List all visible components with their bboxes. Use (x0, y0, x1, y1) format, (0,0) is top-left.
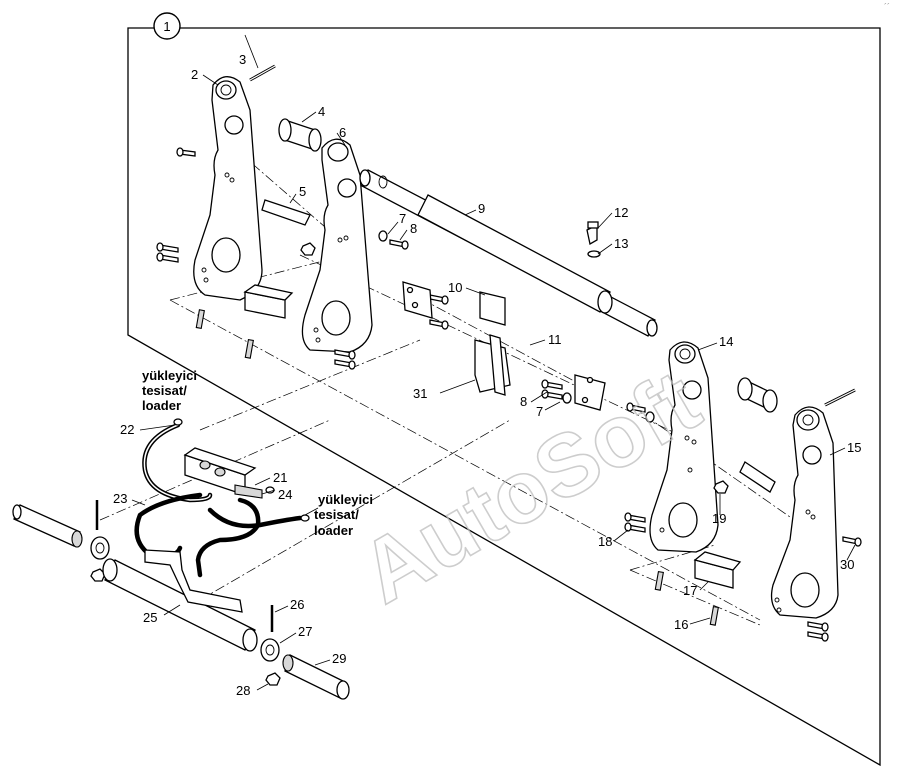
callout-7: 7 (399, 211, 406, 226)
callout-27: 27 (298, 624, 312, 639)
callout-2: 2 (191, 67, 198, 82)
left-bracket-plate (193, 76, 263, 301)
callout-18: 18 (598, 534, 612, 549)
callout-5: 5 (299, 184, 306, 199)
callout-10: 10 (448, 280, 462, 295)
callout-29: 29 (332, 651, 346, 666)
callout-4: 4 (318, 104, 325, 119)
note-middle: yükleyici tesisat/ loader (314, 492, 373, 538)
callout-22: 22 (120, 422, 134, 437)
callout-3: 3 (239, 52, 246, 67)
right-outer-bracket-plate (770, 406, 839, 619)
corner-mark: ´´ (884, 2, 890, 12)
note-line: yükleyici (142, 368, 197, 383)
inner-bracket-plate (301, 138, 373, 353)
callout-7b: 7 (536, 404, 543, 419)
callout-15: 15 (847, 440, 861, 455)
callout-21: 21 (273, 470, 287, 485)
cylinder-assembly (12, 500, 350, 700)
note-line: tesisat/ (314, 507, 359, 522)
callout-11: 11 (548, 332, 562, 347)
cross-tube (359, 169, 658, 337)
callout-16: 16 (674, 617, 688, 632)
bushing-left (278, 118, 322, 152)
callout-24: 24 (278, 487, 292, 502)
note-line: loader (142, 398, 181, 413)
group-number: 1 (163, 19, 170, 34)
hydraulic-system (134, 418, 310, 578)
callout-30: 30 (840, 557, 854, 572)
diagram-frame (127, 27, 881, 767)
right-inner-bracket-plate (649, 341, 719, 553)
callout-31: 31 (413, 386, 427, 401)
callout-6: 6 (339, 125, 346, 140)
callout-19: 19 (712, 511, 726, 526)
bushing-right (737, 377, 778, 413)
callout-23: 23 (113, 491, 127, 506)
callout-26: 26 (290, 597, 304, 612)
note-line: tesisat/ (142, 383, 187, 398)
note-line: loader (314, 523, 353, 538)
group-number-badge (153, 12, 181, 40)
callout-25: 25 (143, 610, 157, 625)
callout-9: 9 (478, 201, 485, 216)
callout-8b: 8 (520, 394, 527, 409)
callout-28: 28 (236, 683, 250, 698)
callouts: 2 3 4 5 6 7 8 9 10 11 12 13 14 15 16 17 … (113, 52, 861, 698)
callout-8: 8 (410, 221, 417, 236)
callout-12: 12 (614, 205, 628, 220)
callout-13: 13 (614, 236, 628, 251)
note-line: yükleyici (318, 492, 373, 507)
small-hardware (90, 64, 862, 686)
callout-14: 14 (719, 334, 733, 349)
leader-lines (131, 34, 856, 691)
callout-17: 17 (683, 583, 697, 598)
note-top-left: yükleyici tesisat/ loader (142, 368, 197, 413)
center-brackets (402, 281, 606, 411)
